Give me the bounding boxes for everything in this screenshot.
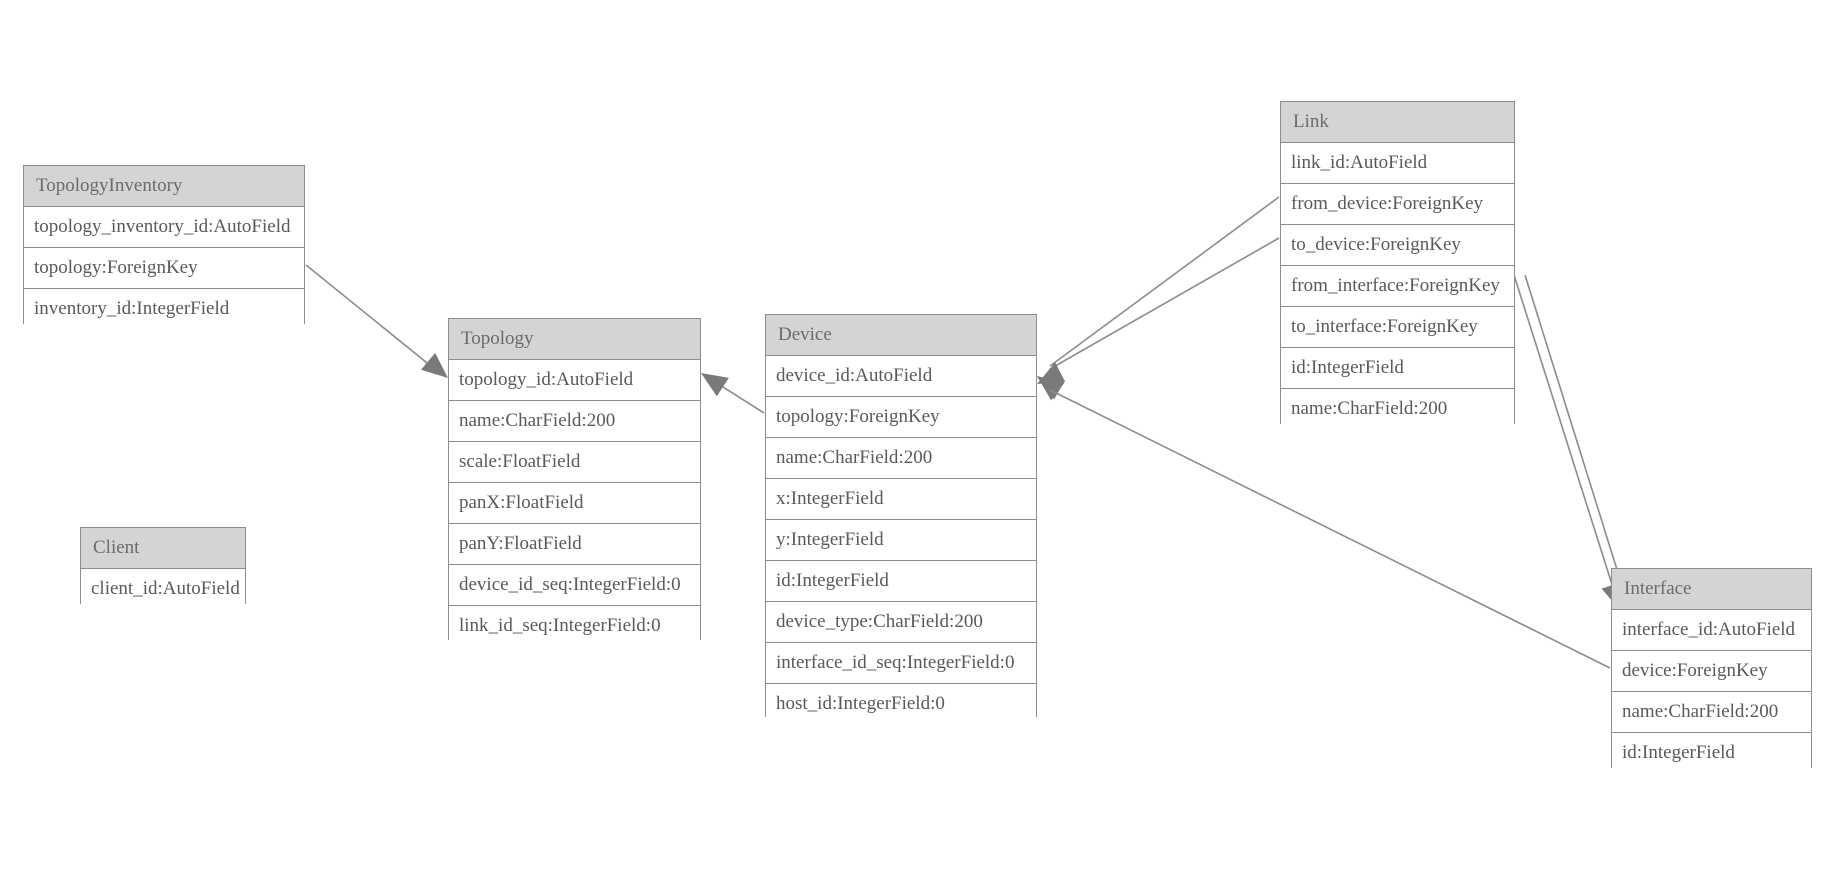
entity-title-topology: Topology xyxy=(449,319,700,360)
relationship-line xyxy=(305,264,438,372)
entity-field[interactable]: device_id_seq:IntegerField:0 xyxy=(449,565,700,606)
relationship-edge xyxy=(701,373,765,414)
entity-field[interactable]: panY:FloatField xyxy=(449,524,700,565)
relationship-line xyxy=(1049,237,1280,370)
entity-field[interactable]: link_id_seq:IntegerField:0 xyxy=(449,606,700,647)
entity-field[interactable]: name:CharField:200 xyxy=(766,438,1036,479)
relationship-line xyxy=(1513,274,1616,595)
entity-title-client: Client xyxy=(81,528,245,569)
entity-field[interactable]: from_interface:ForeignKey xyxy=(1281,266,1514,307)
entity-field[interactable]: name:CharField:200 xyxy=(1281,389,1514,430)
entity-field[interactable]: inventory_id:IntegerField xyxy=(24,289,304,330)
entity-field[interactable]: to_device:ForeignKey xyxy=(1281,225,1514,266)
entity-field[interactable]: device_id:AutoField xyxy=(766,356,1036,397)
entity-field[interactable]: scale:FloatField xyxy=(449,442,700,483)
relationship-edge xyxy=(1037,196,1280,401)
entity-field[interactable]: topology_inventory_id:AutoField xyxy=(24,207,304,248)
entity-field[interactable]: host_id:IntegerField:0 xyxy=(766,684,1036,725)
entity-field[interactable]: interface_id_seq:IntegerField:0 xyxy=(766,643,1036,684)
entity-field[interactable]: device_type:CharField:200 xyxy=(766,602,1036,643)
entity-field[interactable]: x:IntegerField xyxy=(766,479,1036,520)
relationship-line xyxy=(1049,389,1611,669)
entity-field[interactable]: topology_id:AutoField xyxy=(449,360,700,401)
entity-field[interactable]: device:ForeignKey xyxy=(1612,651,1811,692)
entity-title-link: Link xyxy=(1281,102,1514,143)
relationship-edge xyxy=(305,264,448,378)
entity-field[interactable]: id:IntegerField xyxy=(1612,733,1811,774)
entity-title-interface: Interface xyxy=(1612,569,1811,610)
relationship-line xyxy=(1524,274,1625,593)
entity-field[interactable]: interface_id:AutoField xyxy=(1612,610,1811,651)
entity-field[interactable]: client_id:AutoField xyxy=(81,569,245,610)
relationship-line xyxy=(1049,196,1280,367)
entity-field[interactable]: name:CharField:200 xyxy=(449,401,700,442)
entity-field[interactable]: name:CharField:200 xyxy=(1612,692,1811,733)
relationship-edge xyxy=(1513,274,1623,610)
entity-field[interactable]: id:IntegerField xyxy=(766,561,1036,602)
entity-field[interactable]: id:IntegerField xyxy=(1281,348,1514,389)
entity-title-topology_inventory: TopologyInventory xyxy=(24,166,304,207)
entity-title-device: Device xyxy=(766,315,1036,356)
entity-field[interactable]: y:IntegerField xyxy=(766,520,1036,561)
relationship-edge xyxy=(1037,237,1280,400)
entity-field[interactable]: topology:ForeignKey xyxy=(766,397,1036,438)
relationship-edge xyxy=(1524,274,1631,608)
entity-field[interactable]: link_id:AutoField xyxy=(1281,143,1514,184)
entity-field[interactable]: from_device:ForeignKey xyxy=(1281,184,1514,225)
relationship-line xyxy=(711,379,765,414)
entity-field[interactable]: topology:ForeignKey xyxy=(24,248,304,289)
entity-field[interactable]: panX:FloatField xyxy=(449,483,700,524)
entity-field[interactable]: to_interface:ForeignKey xyxy=(1281,307,1514,348)
